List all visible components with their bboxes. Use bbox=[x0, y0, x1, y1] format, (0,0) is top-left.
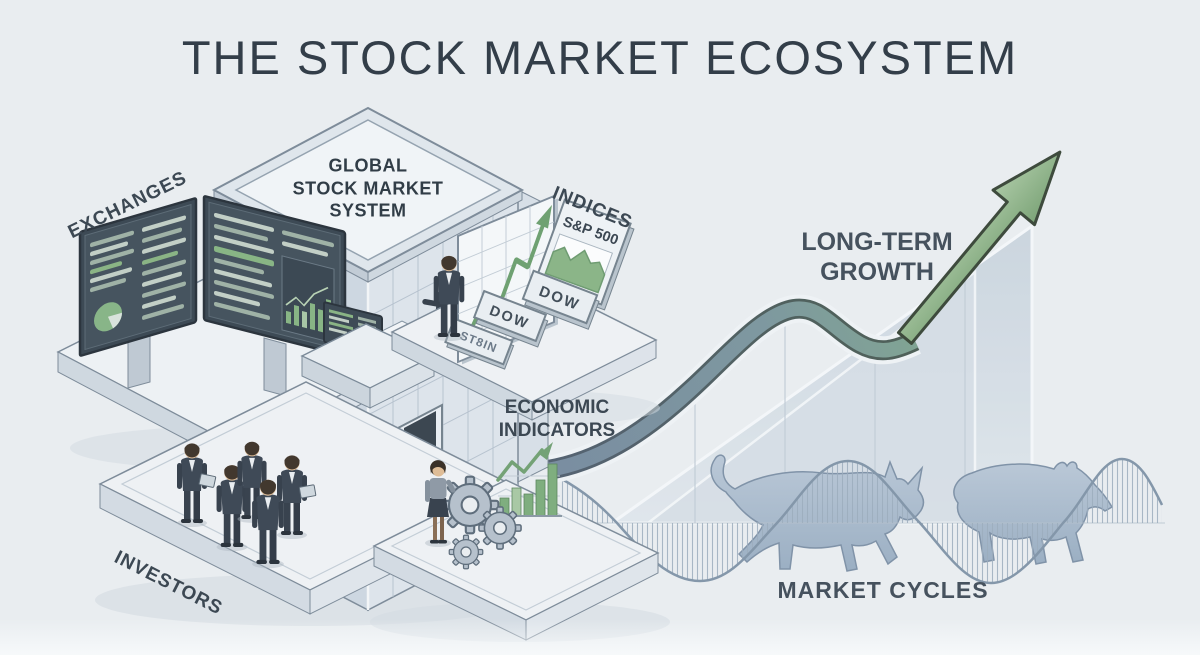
market-cycle-wave bbox=[559, 457, 1165, 585]
economic-indicators-platform bbox=[372, 442, 660, 641]
market-screen-right bbox=[202, 195, 347, 357]
stein-sign: ST8IN bbox=[444, 317, 515, 370]
label-long-term-growth: LONG-TERM GROWTH bbox=[801, 228, 953, 286]
dow-sign-upper: DOW bbox=[521, 269, 600, 330]
dow-sign-lower: DOW bbox=[472, 289, 549, 348]
pie-chart-icon bbox=[94, 302, 122, 332]
investors-group bbox=[177, 441, 317, 569]
bottom-fade bbox=[0, 619, 1200, 655]
building-sign-text: GLOBAL STOCK MARKET SYSTEM bbox=[292, 155, 444, 221]
page-title: THE STOCK MARKET ECOSYSTEM bbox=[181, 30, 1019, 84]
label-market-cycles: MARKET CYCLES bbox=[777, 577, 989, 604]
economist-figure bbox=[425, 460, 456, 547]
label-economic-indicators: ECONOMIC INDICATORS bbox=[498, 397, 616, 441]
market-screen-left bbox=[78, 197, 198, 357]
economic-bar-chart-icon bbox=[496, 442, 562, 517]
indices-platform: S&P 500 DOW DOW ST8IN bbox=[390, 194, 658, 421]
exchanges-screens bbox=[78, 195, 347, 397]
growth-arrow-icon bbox=[896, 150, 1062, 345]
growth-ribbon bbox=[545, 294, 921, 484]
